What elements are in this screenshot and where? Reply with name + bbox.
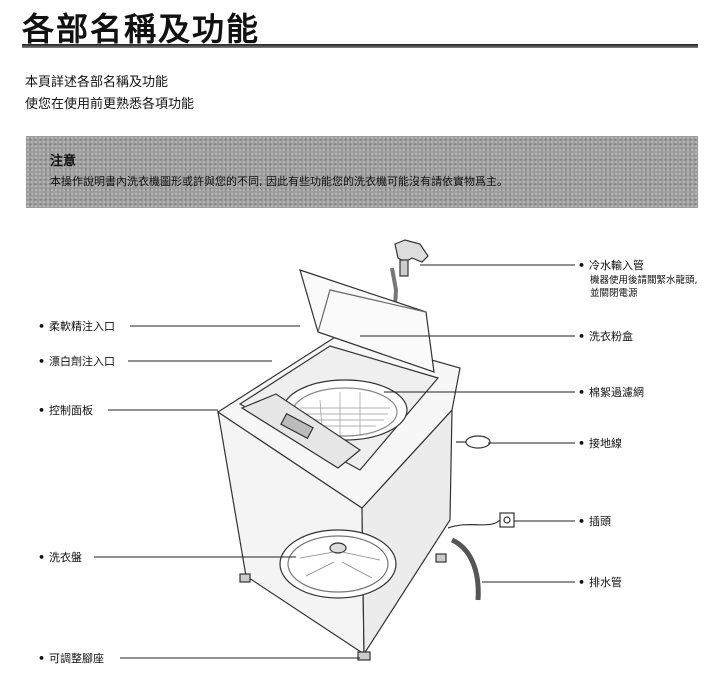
faucet-icon [394,239,429,263]
title-divider [22,44,698,48]
bullet: • [38,652,46,665]
label-bleach-inlet: •漂白劑注入口 [38,355,116,368]
label-ground-wire: •接地線 [578,437,623,450]
cold-water-note: 機器使用後請關緊水龍頭, 並關閉電源 [590,274,698,300]
intro-line-1: 本頁詳述各部名稱及功能 [25,75,169,90]
cold-water-note-line-2: 並關閉電源 [590,288,638,299]
bullet: • [38,404,46,417]
label-detergent-box: •洗衣粉盒 [578,330,634,343]
cold-water-note-line-1: 機器使用後請關緊水龍頭, [590,275,698,286]
label-drain-hose: •排水管 [578,576,623,589]
page-title: 各部名稱及功能 [22,10,261,48]
bullet: • [578,576,586,589]
label-pulsator: •洗衣盤 [38,551,83,564]
bullet: • [38,355,46,368]
bullet: • [578,330,586,343]
label-plug: •插頭 [578,515,612,528]
bullet: • [578,386,586,399]
bullet: • [578,437,586,450]
caution-box: 注意 本操作說明書內洗衣機圖形或許與您的不同, 因此有些功能您的洗衣機可能沒有請… [26,136,698,208]
label-leveling-feet: •可調整腳座 [38,652,105,665]
intro-line-2: 使您在使用前更熟悉各項功能 [25,97,195,112]
label-cold-water-inlet: •冷水輸入管 [578,259,645,272]
bullet: • [38,551,46,564]
intro-text: 本頁詳述各部名稱及功能 使您在使用前更熟悉各項功能 [25,72,194,116]
leader-lines [94,264,575,659]
bullet: • [38,320,46,333]
bullet: • [578,515,586,528]
caution-title: 注意 [50,154,77,169]
label-control-panel: •控制面板 [38,404,94,417]
label-softener-inlet: •柔軟精注入口 [38,320,116,333]
bullet: • [578,259,586,272]
caution-text: 本操作說明書內洗衣機圖形或許與您的不同, 因此有些功能您的洗衣機可能沒有請依實物… [50,175,508,188]
label-lint-filter: •棉絮過濾網 [578,386,645,399]
washing-machine-illustration [216,239,515,661]
